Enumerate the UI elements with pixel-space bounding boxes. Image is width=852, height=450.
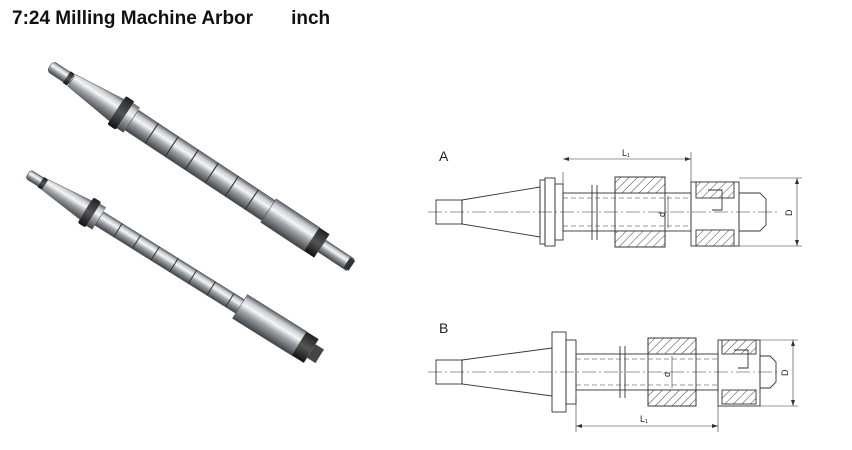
diagram-b: B: [428, 320, 798, 432]
page-title: 7:24 Milling Machine Arbor inch: [12, 8, 330, 30]
arbor-photo-2: [26, 170, 324, 364]
diagram-b-D-label: D: [780, 369, 790, 376]
diagram-b-l1-label: L₁: [640, 414, 648, 424]
diagram-a-label: A: [439, 148, 449, 164]
diagram-a-D-label: D: [784, 209, 794, 216]
diagram-b-d-label: d: [662, 372, 672, 377]
arbor-photo-1: [47, 62, 356, 271]
diagram-a: A: [428, 148, 802, 248]
title-text: 7:24 Milling Machine Arbor: [12, 8, 254, 29]
unit-label: inch: [291, 8, 331, 29]
diagram-b-label: B: [439, 320, 448, 336]
diagram-a-d-label: d: [657, 212, 667, 217]
diagram-a-l1-label: L₁: [622, 148, 630, 158]
